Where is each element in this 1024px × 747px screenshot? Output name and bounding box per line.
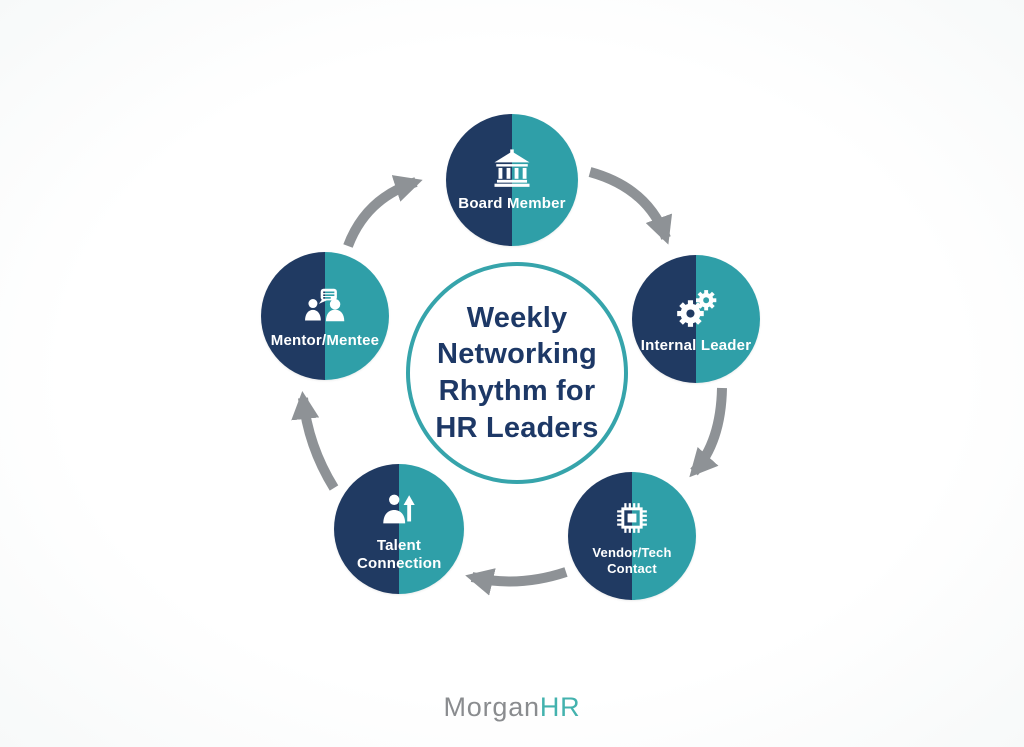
brand-name-primary: Morgan — [443, 692, 540, 722]
center-title-line: Networking — [437, 338, 597, 371]
microchip-icon — [617, 503, 647, 534]
bank-icon — [494, 149, 530, 187]
person-growth-icon — [383, 494, 415, 524]
brand-logo: MorganHR — [0, 692, 1024, 723]
node-label: Vendor/Tech Contact — [592, 545, 672, 576]
node-internal-leader: Internal Leader — [632, 255, 760, 383]
arrow-vendor-to-talent — [465, 567, 568, 596]
mentorship-chat-icon — [305, 288, 345, 321]
center-title-circle: Weekly Networking Rhythm for HR Leaders — [406, 262, 628, 484]
center-title-line: Rhythm for — [438, 375, 596, 407]
arrow-board-to-internal — [588, 167, 673, 245]
arrow-talent-to-mentor — [291, 391, 339, 491]
node-label: Mentor/Mentee — [270, 331, 380, 349]
center-title-line: Weekly — [466, 301, 568, 334]
node-label: Talent Connection — [357, 536, 442, 572]
gears-icon — [677, 289, 717, 327]
node-label: Board Member — [458, 194, 566, 212]
arrow-mentor-to-board — [343, 175, 423, 248]
arrow-internal-to-vendor — [689, 387, 727, 478]
node-talent-connection: Talent Connection — [334, 464, 464, 594]
node-board-member: Board Member — [446, 114, 578, 246]
node-vendor-tech-contact: Vendor/Tech Contact — [568, 472, 696, 600]
brand-name-accent: HR — [539, 692, 581, 722]
center-title-line: HR Leaders — [435, 411, 599, 444]
node-mentor-mentee: Mentor/Mentee — [261, 252, 389, 380]
node-label: Internal Leader — [640, 336, 752, 354]
